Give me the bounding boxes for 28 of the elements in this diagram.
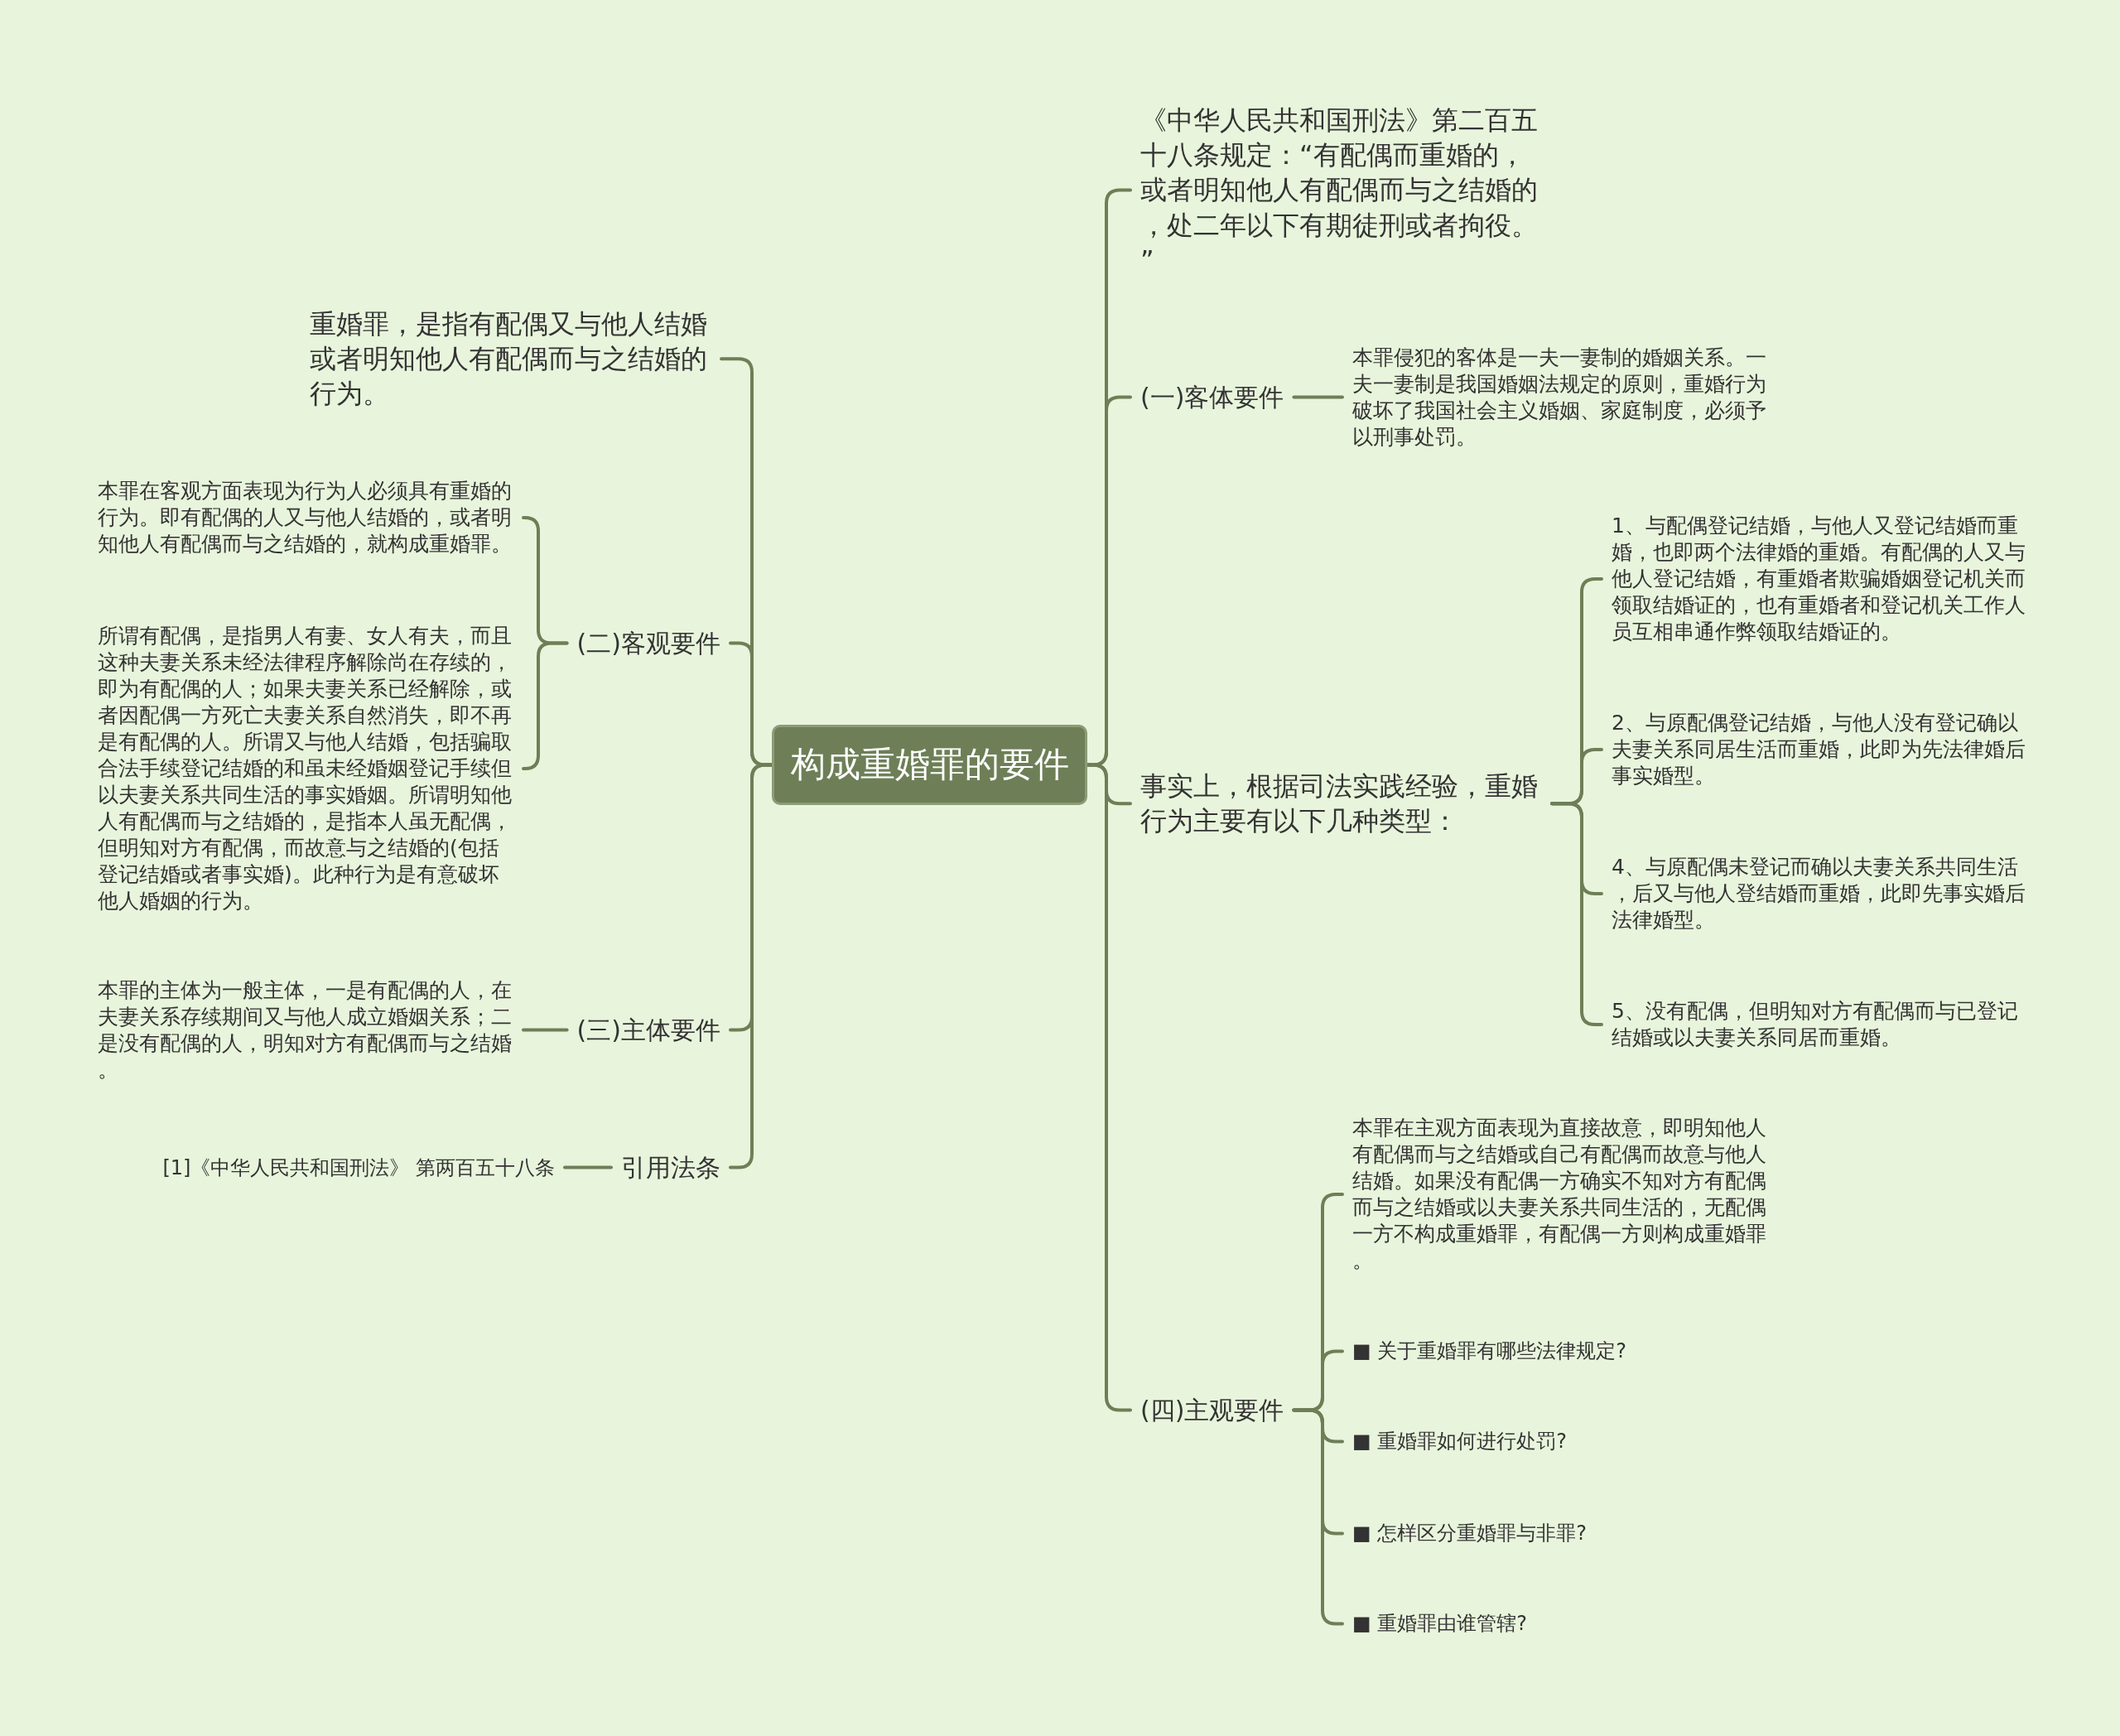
connector-line (729, 763, 773, 1169)
connector-line (1086, 763, 1132, 1412)
branch-label: (四)主观要件 (1130, 1394, 1294, 1426)
branch-label: (二)客观要件 (566, 627, 730, 659)
detail-text: ■ 重婚罪由谁管辖? (1342, 1611, 1538, 1637)
topic-text: 事实上，根据司法实践经验，重婚行为主要有以下几种类型： (1130, 769, 1552, 839)
detail-text: [1]《中华人民共和国刑法》 第两百五十八条 (152, 1155, 565, 1182)
branch-label: (一)客体要件 (1130, 381, 1294, 413)
connector-line (1292, 395, 1344, 399)
detail-text: ■ 关于重婚罪有哪些法律规定? (1342, 1338, 1637, 1365)
detail-text: 2、与原配偶登记结婚，与他人没有登记确以夫妻关系同居生活而重婚，此即为先法律婚后事实婚型。 (1602, 710, 2037, 789)
central-topic-box: 构成重婚罪的要件 (772, 725, 1087, 805)
branch-label: 引用法条 (611, 1151, 730, 1184)
branch-label: (三)主体要件 (566, 1014, 730, 1046)
detail-text: 所谓有配偶，是指男人有妻、女人有夫，而且这种夫妻关系未经法律程序解除尚在存续的，即为有配偶的人；如果夫妻关系已经解除，或者因配偶一方死亡夫妻关系自然消失，即不再是有配偶的人。所谓又与他人结婚，包括骗取合法手续登记结婚的和虽未经婚姻登记手续但以夫妻关系共同生活的事实婚姻。所谓明知他人有配偶而与之结婚的，是指本人虽无配偶，但明知对方有配偶，而故意与之结婚的(包括登记结婚或者事实婚)。此种行为是有意破坏他人婚姻的行为。 (88, 623, 523, 914)
detail-text: 4、与原配偶未登记而确以夫妻关系共同生活，后又与他人登结婚而重婚，此即先事实婚后法律婚型。 (1602, 854, 2037, 933)
detail-text: 本罪在客观方面表现为行为人必须具有重婚的行为。即有配偶的人又与他人结婚的，或者明知他人有配偶而与之结婚的，就构成重婚罪。 (88, 478, 523, 557)
detail-text: 本罪的主体为一般主体，一是有配偶的人，在夫妻关系存续期间又与他人成立婚姻关系；二是没有配偶的人，明知对方有配偶而与之结婚。 (88, 977, 523, 1083)
connector-line (522, 1028, 569, 1032)
topic-text: 重婚罪，是指有配偶又与他人结婚或者明知他人有配偶而与之结婚的行为。 (300, 306, 721, 412)
detail-text: 本罪侵犯的客体是一夫一妻制的婚姻关系。一夫一妻制是我国婚姻法规定的原则，重婚行为破坏了我国社会主义婚姻、家庭制度，必须予以刑事处罚。 (1342, 345, 1778, 451)
detail-text: 5、没有配偶，但明知对方有配偶而与已登记结婚或以夫妻关系同居而重婚。 (1602, 998, 2037, 1051)
connector-line (563, 1165, 613, 1169)
detail-text: ■ 怎样区分重婚罪与非罪? (1342, 1521, 1597, 1547)
detail-text: ■ 重婚罪如何进行处罚? (1342, 1429, 1578, 1455)
detail-text: 1、与配偶登记结婚，与他人又登记结婚而重婚，也即两个法律婚的重婚。有配偶的人又与他人登记结婚，有重婚者欺骗婚姻登记机关而领取结婚证的，也有重婚者和登记机关工作人员互相串通作弊领取结婚证的。 (1602, 513, 2037, 645)
detail-text: 本罪在主观方面表现为直接故意，即明知他人有配偶而与之结婚或自己有配偶而故意与他人结婚。如果没有配偶一方确实不知对方有配偶而与之结婚或以夫妻关系共同生活的，无配偶一方不构成重婚罪，有配偶一方则构成重婚罪。 (1342, 1115, 1778, 1274)
topic-text: 《中华人民共和国刑法》第二百五十八条规定：“有配偶而重婚的，或者明知他人有配偶而与之结婚的，处二年以下有期徒刑或者拘役。” (1130, 103, 1552, 278)
